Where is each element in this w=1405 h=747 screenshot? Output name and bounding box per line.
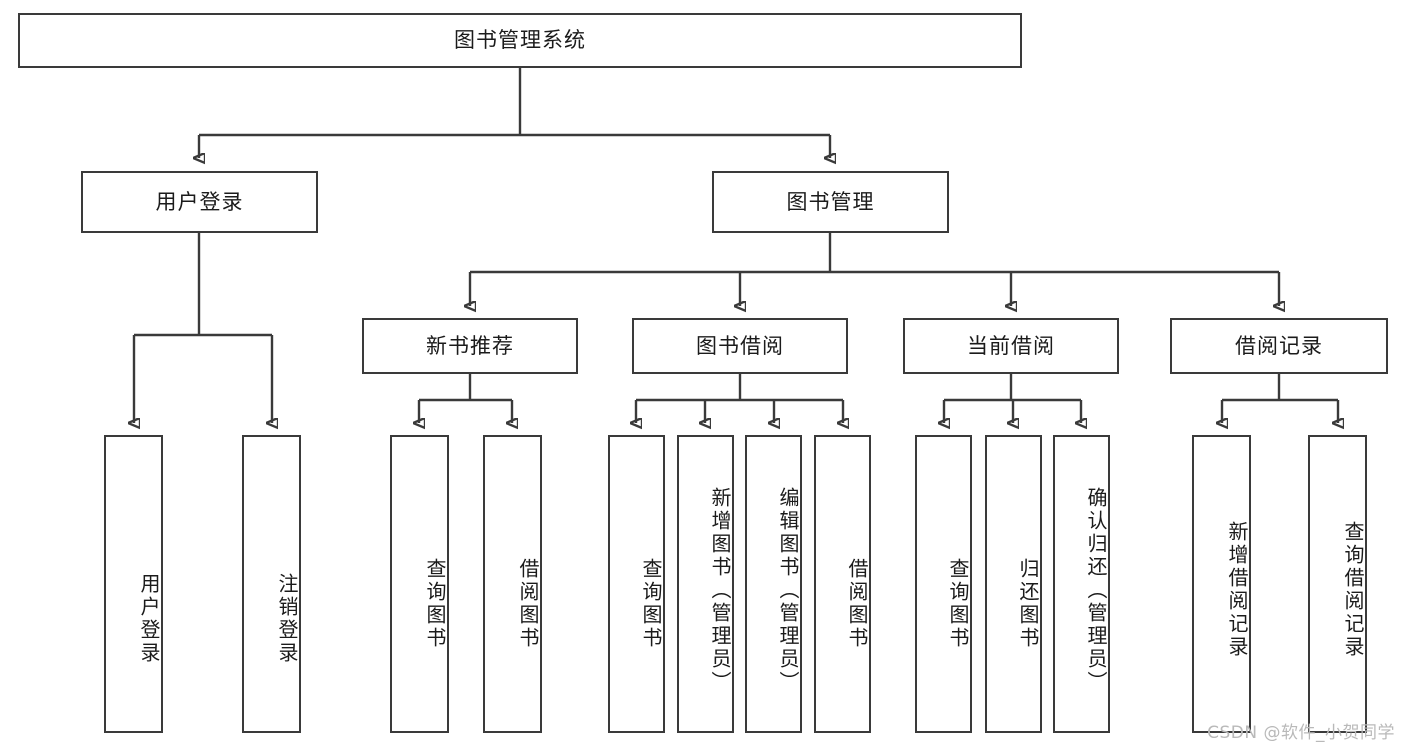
node-label: 图书管理系统 <box>454 28 586 53</box>
node-label: 确认归还（管理员） <box>1084 486 1108 694</box>
watermark-text: CSDN @软件_小贺同学 <box>1207 723 1395 743</box>
leaf-borrow-record-query-record[interactable]: 查询借阅记录 <box>1308 435 1367 733</box>
node-label: 用户登录 <box>137 573 161 665</box>
node-label: 借阅记录 <box>1235 333 1323 358</box>
node-label: 借阅图书 <box>516 558 540 650</box>
node-current-borrow[interactable]: 当前借阅 <box>903 318 1119 374</box>
leaf-user-login-login[interactable]: 用户登录 <box>104 435 163 733</box>
leaf-new-book-query-books[interactable]: 查询图书 <box>390 435 449 733</box>
node-book-management[interactable]: 图书管理 <box>712 171 949 233</box>
node-label: 图书管理 <box>786 189 875 214</box>
node-label: 编辑图书（管理员） <box>776 486 800 694</box>
node-label: 查询图书 <box>423 558 447 650</box>
leaf-book-borrow-borrow-books[interactable]: 借阅图书 <box>814 435 871 733</box>
leaf-current-borrow-confirm-return-admin[interactable]: 确认归还（管理员） <box>1053 435 1110 733</box>
node-label: 借阅图书 <box>845 558 869 650</box>
node-root-book-management-system[interactable]: 图书管理系统 <box>18 13 1022 68</box>
node-label: 图书借阅 <box>696 333 784 358</box>
leaf-user-login-logout[interactable]: 注销登录 <box>242 435 301 733</box>
node-new-book-recommend[interactable]: 新书推荐 <box>362 318 578 374</box>
leaf-book-borrow-query-books[interactable]: 查询图书 <box>608 435 665 733</box>
node-label: 当前借阅 <box>967 333 1055 358</box>
leaf-book-borrow-add-book-admin[interactable]: 新增图书（管理员） <box>677 435 734 733</box>
node-user-login[interactable]: 用户登录 <box>81 171 318 233</box>
node-label: 归还图书 <box>1016 558 1040 650</box>
node-label: 用户登录 <box>155 189 244 214</box>
node-borrow-record[interactable]: 借阅记录 <box>1170 318 1388 374</box>
leaf-current-borrow-return-books[interactable]: 归还图书 <box>985 435 1042 733</box>
node-label: 新增借阅记录 <box>1225 521 1249 659</box>
node-label: 查询图书 <box>946 558 970 650</box>
leaf-borrow-record-add-record[interactable]: 新增借阅记录 <box>1192 435 1251 733</box>
leaf-new-book-borrow-books[interactable]: 借阅图书 <box>483 435 542 733</box>
leaf-current-borrow-query-books[interactable]: 查询图书 <box>915 435 972 733</box>
node-label: 新书推荐 <box>426 333 514 358</box>
node-book-borrow[interactable]: 图书借阅 <box>632 318 848 374</box>
node-label: 新增图书（管理员） <box>708 486 732 694</box>
node-label: 注销登录 <box>275 573 299 665</box>
node-label: 查询图书 <box>639 558 663 650</box>
leaf-book-borrow-edit-book-admin[interactable]: 编辑图书（管理员） <box>745 435 802 733</box>
node-label: 查询借阅记录 <box>1341 521 1365 659</box>
